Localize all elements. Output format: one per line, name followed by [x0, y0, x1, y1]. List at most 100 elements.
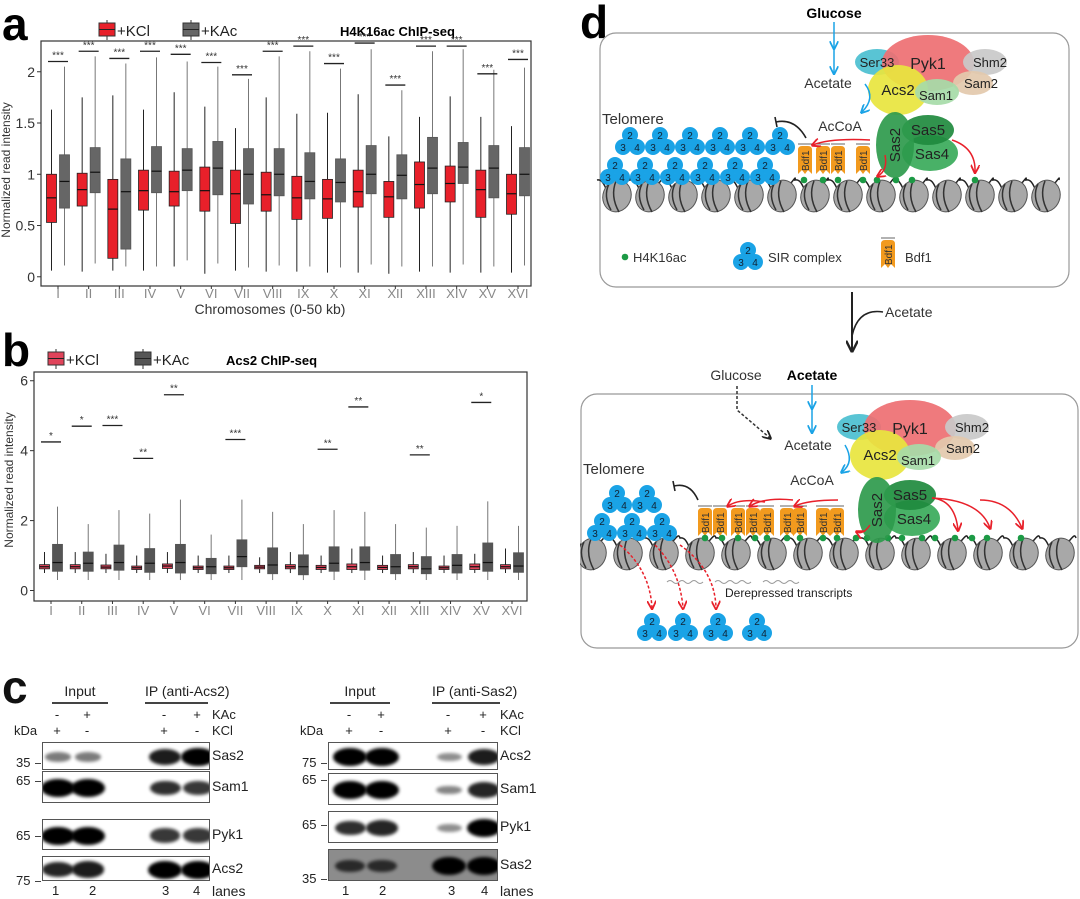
sir-subunit-label: 4: [649, 173, 655, 184]
x-tick-label: XV: [473, 603, 491, 618]
band: [181, 748, 209, 766]
sir-subunit-label: 3: [605, 173, 611, 184]
nucleosome-dna-wrap: [935, 180, 950, 213]
protein-label-sam1: Sam1: [901, 453, 935, 468]
box-kac: [297, 554, 309, 576]
kac-sign: +: [193, 707, 201, 722]
band: [333, 781, 367, 799]
blue-arrow: [842, 444, 849, 472]
plot-frame: [40, 40, 532, 287]
h4k16ac-dot: [783, 534, 791, 542]
h4k16ac-dot: [873, 176, 881, 184]
nucleosome-icon: [1009, 537, 1039, 571]
band: [366, 820, 398, 836]
sir-subunit: [609, 485, 625, 501]
y-tick-label: 2: [27, 64, 35, 80]
transcript-squiggle: [666, 580, 704, 584]
panel-label-a: a: [2, 0, 28, 50]
band: [467, 748, 497, 766]
band: [182, 780, 209, 796]
sir-subunit-label: 4: [636, 529, 642, 540]
sir-subunit-label: 3: [607, 501, 613, 512]
sir-subunit-label: 2: [680, 617, 686, 628]
nucleosome-core: [866, 179, 896, 213]
bdf1-icon: Bdf1: [816, 505, 830, 536]
h4k16ac-dot: [898, 534, 906, 542]
bdf1-label: Bdf1: [819, 150, 830, 171]
box-kac: [267, 547, 279, 575]
nucleosome-icon: [649, 537, 679, 571]
protein-label: Sas2: [500, 856, 532, 872]
bdf1-label: Bdf1: [701, 512, 712, 533]
protein-shm2: [963, 49, 1007, 75]
significance-label: ***: [359, 32, 371, 43]
sir-subunit-label: 2: [649, 617, 655, 628]
nucleosome-icon: [602, 179, 632, 213]
sir-subunit-label: 4: [621, 501, 627, 512]
sir-subunit-label: 4: [739, 173, 745, 184]
protein-label-pyk1: Pyk1: [910, 56, 946, 73]
nucleosome-icon: [965, 179, 995, 213]
sir-subunit: [747, 254, 763, 270]
nucleosome-dna-wrap: [968, 180, 983, 213]
blot-sas2: [42, 742, 210, 770]
lane-number: 4: [481, 883, 489, 898]
sir-subunit-label: 4: [761, 629, 767, 640]
blot-sas2: [328, 849, 498, 881]
kcl-sign: +: [160, 723, 168, 738]
box-kac: [451, 554, 463, 574]
kac-sign: -: [161, 707, 167, 722]
band: [43, 826, 75, 845]
nucleosome-icon: [973, 537, 1003, 571]
lane-number: 1: [52, 883, 60, 898]
band: [432, 857, 466, 875]
band: [334, 820, 366, 836]
inhibition-bar: [774, 116, 778, 128]
protein-label: Sam1: [500, 780, 537, 796]
significance-label: ***: [83, 40, 95, 51]
sir-subunit-label: 3: [622, 529, 628, 540]
h4k16ac-dot: [931, 534, 939, 542]
protein-label: Acs2: [212, 859, 244, 876]
box-kac: [144, 548, 156, 573]
sir-subunit-label: 3: [637, 501, 643, 512]
kda-marker: 35: [16, 755, 31, 770]
sir-subunit-label: 2: [687, 131, 693, 142]
y-axis-label: Normalized read intensity: [2, 412, 16, 547]
significance-label: ***: [113, 47, 125, 58]
cell-box-acetate: [580, 393, 1079, 649]
protein-label-sas2: Sas2: [869, 493, 886, 527]
h4k16ac-dot: [971, 176, 979, 184]
bdf1-icon: Bdf1: [856, 143, 870, 174]
kcl-sign: +: [444, 723, 452, 738]
accoa-label: AcCoA: [818, 118, 862, 134]
legend-label: +KAc: [153, 352, 190, 369]
chart-title: Acs2 ChIP-seq: [226, 353, 317, 368]
sir-subunit: [689, 139, 705, 155]
h4k16ac-dot: [734, 534, 742, 542]
nucleosome-icon: [668, 179, 698, 213]
protein-label-sas5: Sas5: [911, 122, 945, 139]
sir-subunit: [659, 139, 675, 155]
bdf1-label: Bdf1: [716, 512, 727, 533]
x-tick-label: III: [107, 603, 118, 618]
sir-subunit: [617, 525, 633, 541]
significance-label: ***: [297, 35, 309, 46]
sir-subunit: [765, 139, 781, 155]
bdf1-shape: [760, 508, 774, 536]
nucleosome-dna-wrap: [869, 180, 884, 213]
bdf1-shape: [816, 146, 830, 174]
bdf1-icon: Bdf1: [830, 505, 844, 536]
sir-subunit: [697, 157, 713, 173]
sir-subunit-label: 4: [754, 143, 760, 154]
sir-subunit: [675, 139, 691, 155]
sir-subunit-label: 2: [627, 131, 633, 142]
sir-subunit: [615, 139, 631, 155]
nucleosome-icon: [998, 179, 1028, 213]
protein-sas4: [884, 500, 940, 536]
bdf1-icon: Bdf1: [760, 505, 774, 536]
sir-subunit: [756, 625, 772, 641]
